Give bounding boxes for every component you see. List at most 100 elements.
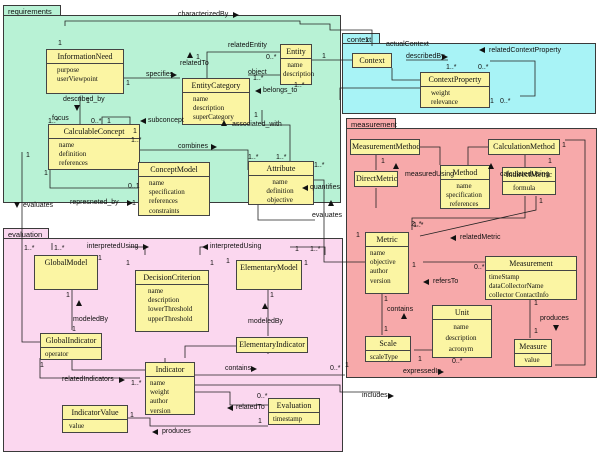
class-information-need[interactable]: InformationNeed purpose userViewpoint — [46, 49, 124, 94]
attribute: author — [370, 267, 388, 276]
multiplicity: 1 — [66, 292, 70, 299]
multiplicity: 1 — [44, 170, 48, 177]
label-related-indicators: relatedIndicators — [62, 376, 114, 383]
evaluation-package-tab: evaluation — [3, 228, 49, 239]
attribute: dataCollectorName — [489, 282, 544, 291]
class-context-property[interactable]: ContextProperty weight relevance — [420, 72, 490, 108]
multiplicity: 1 — [254, 112, 258, 119]
multiplicity: 1 — [26, 152, 30, 159]
class-name: Method — [441, 166, 489, 180]
label-subconcept: subconcept — [148, 117, 184, 124]
measurement-package-tab: measurement — [346, 118, 397, 129]
class-global-model[interactable]: GlobalModel — [34, 255, 98, 290]
label-contains-evaluation: contains — [225, 365, 252, 372]
class-elementary-indicator[interactable]: ElementaryIndicator — [236, 337, 308, 353]
class-measure[interactable]: Measure value — [514, 339, 552, 367]
class-name: Indicator — [146, 363, 194, 377]
class-indirect-metric[interactable]: IndirectMetric formula — [502, 167, 556, 195]
attribute: author — [150, 397, 168, 406]
multiplicity: 0..* — [500, 98, 511, 105]
class-entity[interactable]: Entity name description — [280, 44, 315, 85]
class-concept-model[interactable]: ConceptModel name specification referenc… — [138, 162, 210, 216]
label-measured-using: measuredUsing — [405, 171, 455, 178]
direction-arrow — [438, 369, 444, 375]
class-measurement-method[interactable]: MeasurementMethod — [350, 139, 420, 155]
multiplicity: 1 — [304, 260, 308, 267]
attribute: description — [193, 104, 225, 113]
attribute: references — [449, 200, 479, 209]
multiplicity: 1..* — [131, 137, 142, 144]
attribute: collector ContactInfo — [489, 291, 549, 300]
multiplicity: 1 — [270, 292, 274, 299]
direction-arrow — [255, 88, 261, 94]
attribute: version — [370, 276, 391, 285]
class-direct-metric[interactable]: DirectMetric — [354, 171, 398, 187]
attribute: name — [287, 61, 303, 69]
label-modeled-by-2: modeledBy — [248, 318, 284, 325]
class-entity-category[interactable]: EntityCategory name description superCat… — [182, 78, 250, 125]
multiplicity: 1..* — [413, 222, 424, 229]
class-evaluation[interactable]: Evaluation timestamp — [268, 398, 320, 425]
class-scale[interactable]: Scale scaleType — [365, 336, 411, 362]
class-name: Attribute — [249, 162, 313, 176]
class-metric[interactable]: Metric name objective author version — [365, 232, 409, 294]
class-attribute[interactable]: Attribute name definition objective — [248, 161, 314, 205]
class-context[interactable]: Context — [352, 53, 392, 68]
direction-arrow — [221, 120, 227, 126]
multiplicity: 1 — [72, 326, 76, 333]
label-produces-measurement: produces — [540, 315, 569, 322]
class-decision-criterion[interactable]: DecisionCriterion name description lower… — [135, 270, 209, 332]
label-specifies: specifies — [146, 71, 174, 78]
multiplicity: 1 — [133, 128, 137, 135]
label-produces-evaluation: produces — [162, 428, 191, 435]
multiplicity: 1 — [226, 258, 230, 265]
direction-arrow — [202, 244, 208, 250]
multiplicity: 1..* — [310, 246, 321, 253]
label-related-metric: relatedMetric — [460, 234, 501, 241]
multiplicity: 1 — [562, 142, 566, 149]
direction-arrow — [388, 393, 394, 399]
multiplicity: 1 — [196, 54, 200, 61]
multiplicity: 1 — [126, 260, 130, 267]
multiplicity: 0..* — [474, 264, 485, 271]
multiplicity: 1 — [365, 37, 369, 44]
multiplicity: 0..* — [266, 54, 277, 61]
class-measurement[interactable]: Measurement timeStamp dataCollectorName … — [485, 256, 577, 300]
attribute: acronym — [448, 345, 474, 353]
label-focus: focus — [52, 115, 69, 122]
attribute: relevance — [431, 98, 458, 107]
class-calculable-concept[interactable]: CalculableConcept name definition refere… — [48, 124, 140, 170]
class-indicator[interactable]: Indicator name weight author version — [145, 362, 195, 415]
attribute: timeStamp — [489, 273, 520, 281]
label-expressed-in: expressedIn — [403, 368, 442, 375]
requirements-package-tab: requirements — [3, 5, 61, 16]
attribute: name — [59, 141, 75, 149]
label-described-by-context: describedBy — [406, 53, 445, 60]
class-method[interactable]: Method name specification references — [440, 165, 490, 209]
attribute: description — [283, 70, 315, 79]
multiplicity: 2..* — [411, 221, 422, 228]
direction-arrow — [14, 202, 20, 208]
multiplicity: 1 — [322, 53, 326, 60]
class-calculation-method[interactable]: CalculationMethod — [488, 139, 560, 155]
context-package-tab: context — [342, 33, 380, 44]
attribute: references — [149, 197, 178, 206]
multiplicity: 1 — [58, 40, 62, 47]
class-global-indicator[interactable]: GlobalIndicator operator — [40, 333, 102, 360]
multiplicity: 0..* — [257, 393, 268, 400]
class-indicator-value[interactable]: IndicatorValue value — [62, 405, 128, 433]
multiplicity: 1 — [258, 418, 262, 425]
attribute: name — [150, 379, 166, 387]
class-unit[interactable]: Unit name description acronym — [432, 305, 492, 358]
direction-arrow — [401, 313, 407, 319]
direction-arrow — [152, 429, 158, 435]
direction-arrow — [251, 366, 257, 372]
class-elementary-model[interactable]: ElementaryModel — [236, 260, 302, 290]
attribute: name — [370, 249, 386, 257]
direction-arrow — [187, 52, 193, 58]
multiplicity: 1..* — [248, 154, 259, 161]
multiplicity: 0..* — [330, 365, 341, 372]
direction-arrow — [127, 200, 133, 206]
label-described-by: described_by — [63, 96, 105, 103]
class-name: MeasurementMethod — [352, 142, 419, 151]
